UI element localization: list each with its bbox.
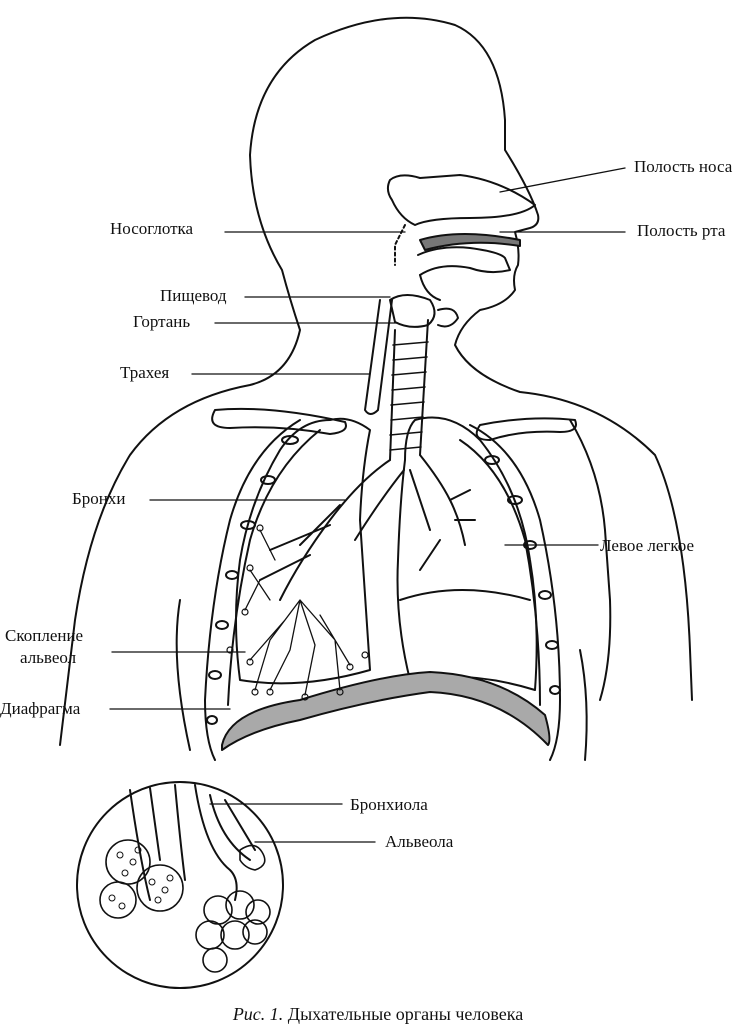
label-oral-cavity: Полость рта — [637, 221, 726, 240]
label-nasal-cavity: Полость носа — [634, 157, 733, 176]
label-left-lung: Левое легкое — [600, 536, 695, 555]
torso-left-outline — [175, 599, 191, 751]
label-alveoli-cluster-line1: Скопление — [5, 626, 84, 645]
right-clavicle — [475, 417, 577, 441]
left-lung — [396, 416, 538, 691]
right-lung — [235, 417, 371, 685]
label-alveoli-cluster-line2: альвеол — [20, 648, 77, 667]
lower-jaw — [419, 274, 441, 301]
torso-right-lower — [579, 649, 588, 761]
alveoli-clusters — [99, 839, 271, 973]
palate — [419, 233, 521, 251]
left-lung-lobe-line — [399, 589, 531, 601]
left-ribcage — [204, 419, 321, 761]
nasal-cavity-shape — [386, 174, 536, 226]
label-bronchiole: Бронхиола — [350, 795, 428, 814]
label-bronchi: Бронхи — [72, 489, 126, 508]
main-bronchi — [279, 454, 466, 601]
label-larynx: Гортань — [133, 312, 191, 331]
torso-right-outline — [569, 419, 612, 701]
figure-caption-text: Дыхательные органы человека — [283, 1004, 524, 1024]
label-nasopharynx: Носоглотка — [110, 219, 194, 238]
esophagus — [364, 299, 393, 415]
label-trachea: Трахея — [120, 363, 170, 382]
figure-caption: Рис. 1. Дыхательные органы человека — [0, 1004, 756, 1025]
label-diaphragm: Диафрагма — [0, 699, 81, 718]
figure-caption-prefix: Рис. 1. — [232, 1004, 284, 1024]
diaphragm — [221, 671, 551, 751]
label-esophagus: Пищевод — [160, 286, 227, 305]
tongue — [417, 246, 511, 276]
leader-lines — [109, 167, 626, 843]
label-alveolus: Альвеола — [385, 832, 454, 851]
left-clavicle — [211, 407, 347, 435]
larynx-shape — [389, 294, 436, 328]
alveoli-magnified-circle — [76, 781, 284, 989]
